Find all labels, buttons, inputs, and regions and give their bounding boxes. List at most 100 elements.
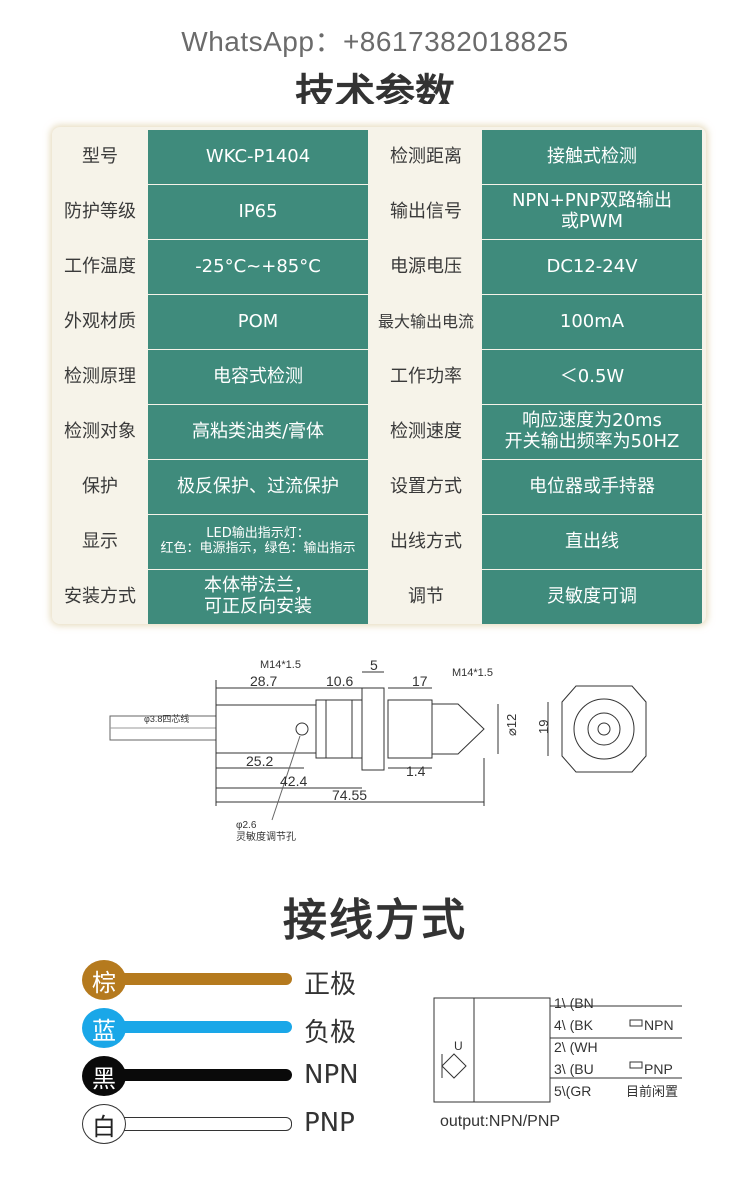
spec-value: ＜0.5W (482, 350, 702, 404)
spec-value-line: 接触式检测 (547, 145, 637, 167)
spec-value: DC12-24V (482, 240, 702, 294)
dim-74-55: 74.55 (332, 787, 367, 803)
spec-label: 防护等级 (52, 185, 148, 239)
wire-color-badge: 棕 (82, 960, 126, 1000)
wire-bar (92, 973, 292, 985)
pin-5: 5\(GR (554, 1083, 591, 1099)
spec-label: 安装方式 (52, 570, 148, 624)
spec-label: 外观材质 (52, 295, 148, 349)
spec-value-line: 100mA (559, 310, 625, 332)
spec-row: 检测原理 电容式检测 工作功率 ＜0.5W (52, 350, 706, 404)
spec-value: 灵敏度可调 (482, 570, 702, 624)
circuit-diagram: U 1\ (BN 4\ (BK 2\ (WH 3\ (BU 5\(GR NPN … (433, 995, 682, 1130)
spec-value-line: DC12-24V (546, 255, 638, 277)
spec-value-line: 高粘类油类/膏体 (191, 420, 325, 442)
wire-function-label: 正极 (304, 970, 357, 1000)
spec-label: 输出信号 (370, 185, 482, 239)
whatsapp-contact: WhatsApp：+8617382018825 (181, 26, 569, 57)
thread-left-label: M14*1.5 (260, 659, 301, 671)
spec-label: 检测对象 (52, 405, 148, 459)
spec-value: WKC-P1404 (148, 130, 368, 184)
spec-value: 极反保护、过流保护 (148, 460, 368, 514)
spec-label: 出线方式 (370, 515, 482, 569)
spec-value-line: NPN+PNP双路输出 (511, 190, 673, 212)
spec-label: 设置方式 (370, 460, 482, 514)
legend-item: 蓝 负极 (82, 1008, 402, 1048)
dim-5: 5 (370, 657, 378, 673)
spec-label: 电源电压 (370, 240, 482, 294)
dimension-drawing: M14*1.5 M14*1.5 28.7 10.6 5 17 25.2 42.4… (109, 657, 647, 843)
legend-item: 黑 NPN (82, 1056, 402, 1096)
dim-1-4: 1.4 (406, 763, 426, 779)
wire-function-label: PNP (304, 1108, 355, 1138)
spec-label: 工作功率 (370, 350, 482, 404)
spec-label: 最大输出电流 (370, 295, 482, 349)
spec-section-title: 技术参数 (295, 71, 455, 104)
spec-value-line: ＜0.5W (559, 365, 625, 387)
dim-28-7: 28.7 (250, 673, 277, 689)
spec-value: 电位器或手持器 (482, 460, 702, 514)
spec-value: IP65 (148, 185, 368, 239)
wire-color-badge: 蓝 (82, 1008, 126, 1048)
legend-item: 棕 正极 (82, 960, 402, 1000)
spec-value-line: POM (237, 310, 279, 332)
spec-label: 检测距离 (370, 130, 482, 184)
spec-value-line: 或PWM (560, 211, 624, 232)
spec-value-line: 开关输出频率为50HZ (504, 431, 680, 452)
pin-3: 3\ (BU (554, 1061, 594, 1077)
spec-label: 显示 (52, 515, 148, 569)
pnp-label: PNP (644, 1061, 673, 1077)
npn-label: NPN (644, 1017, 674, 1033)
spec-value: POM (148, 295, 368, 349)
wire-function-label: 负极 (304, 1018, 357, 1048)
wire-color-badge: 白 (82, 1104, 126, 1144)
hole-dia-label: φ2.6 (236, 820, 257, 831)
spec-label: 检测速度 (370, 405, 482, 459)
spec-value-line: IP65 (238, 200, 278, 222)
spec-value-line: 极反保护、过流保护 (177, 475, 339, 497)
output-label: output:NPN/PNP (440, 1113, 560, 1130)
wire-function-label: NPN (304, 1060, 359, 1090)
spec-value-line: 电位器或手持器 (529, 475, 655, 497)
dim-12: ⌀12 (504, 714, 519, 736)
hole-label: 灵敏度调节孔 (236, 830, 296, 843)
dim-25-2: 25.2 (246, 753, 273, 769)
dim-17: 17 (412, 673, 428, 689)
legend-item: 白 PNP (82, 1104, 402, 1144)
spec-label: 检测原理 (52, 350, 148, 404)
dim-19: 19 (536, 720, 551, 734)
spec-value: 高粘类油类/膏体 (148, 405, 368, 459)
spec-label: 工作温度 (52, 240, 148, 294)
pin-2: 2\ (WH (554, 1039, 598, 1055)
unused-label: 目前闲置 (626, 1084, 678, 1099)
spec-value: -25°C~+85°C (148, 240, 368, 294)
spec-label: 保护 (52, 460, 148, 514)
spec-value-line: 响应速度为20ms (522, 410, 662, 432)
spec-value-line: -25°C~+85°C (195, 255, 321, 277)
spec-value: 100mA (482, 295, 702, 349)
spec-value-line: LED输出指示灯： (206, 526, 310, 542)
spec-value: 接触式检测 (482, 130, 702, 184)
spec-value: 直出线 (482, 515, 702, 569)
spec-row: 保护 极反保护、过流保护 设置方式 电位器或手持器 (52, 460, 706, 514)
spec-value-line: 灵敏度可调 (547, 585, 637, 607)
spec-row: 外观材质 POM 最大输出电流 100mA (52, 295, 706, 349)
spec-row: 工作温度 -25°C~+85°C 电源电压 DC12-24V (52, 240, 706, 294)
u-label: U (454, 1039, 463, 1053)
spec-row: 安装方式本体带法兰，可正反向安装调节灵敏度可调 (52, 570, 706, 624)
spec-value-line: 电容式检测 (213, 365, 303, 387)
wire-color-badge: 黑 (82, 1056, 126, 1096)
spec-value: NPN+PNP双路输出或PWM (482, 185, 702, 239)
wire-color-legend: 棕 正极蓝 负极黑 NPN 白 PNP (82, 960, 402, 1160)
spec-value-line: WKC-P1404 (205, 145, 311, 167)
cable-label: φ3.8四芯线 (144, 713, 189, 724)
spec-value-line: 直出线 (565, 530, 619, 552)
wire-bar (92, 1069, 292, 1081)
spec-value: 电容式检测 (148, 350, 368, 404)
